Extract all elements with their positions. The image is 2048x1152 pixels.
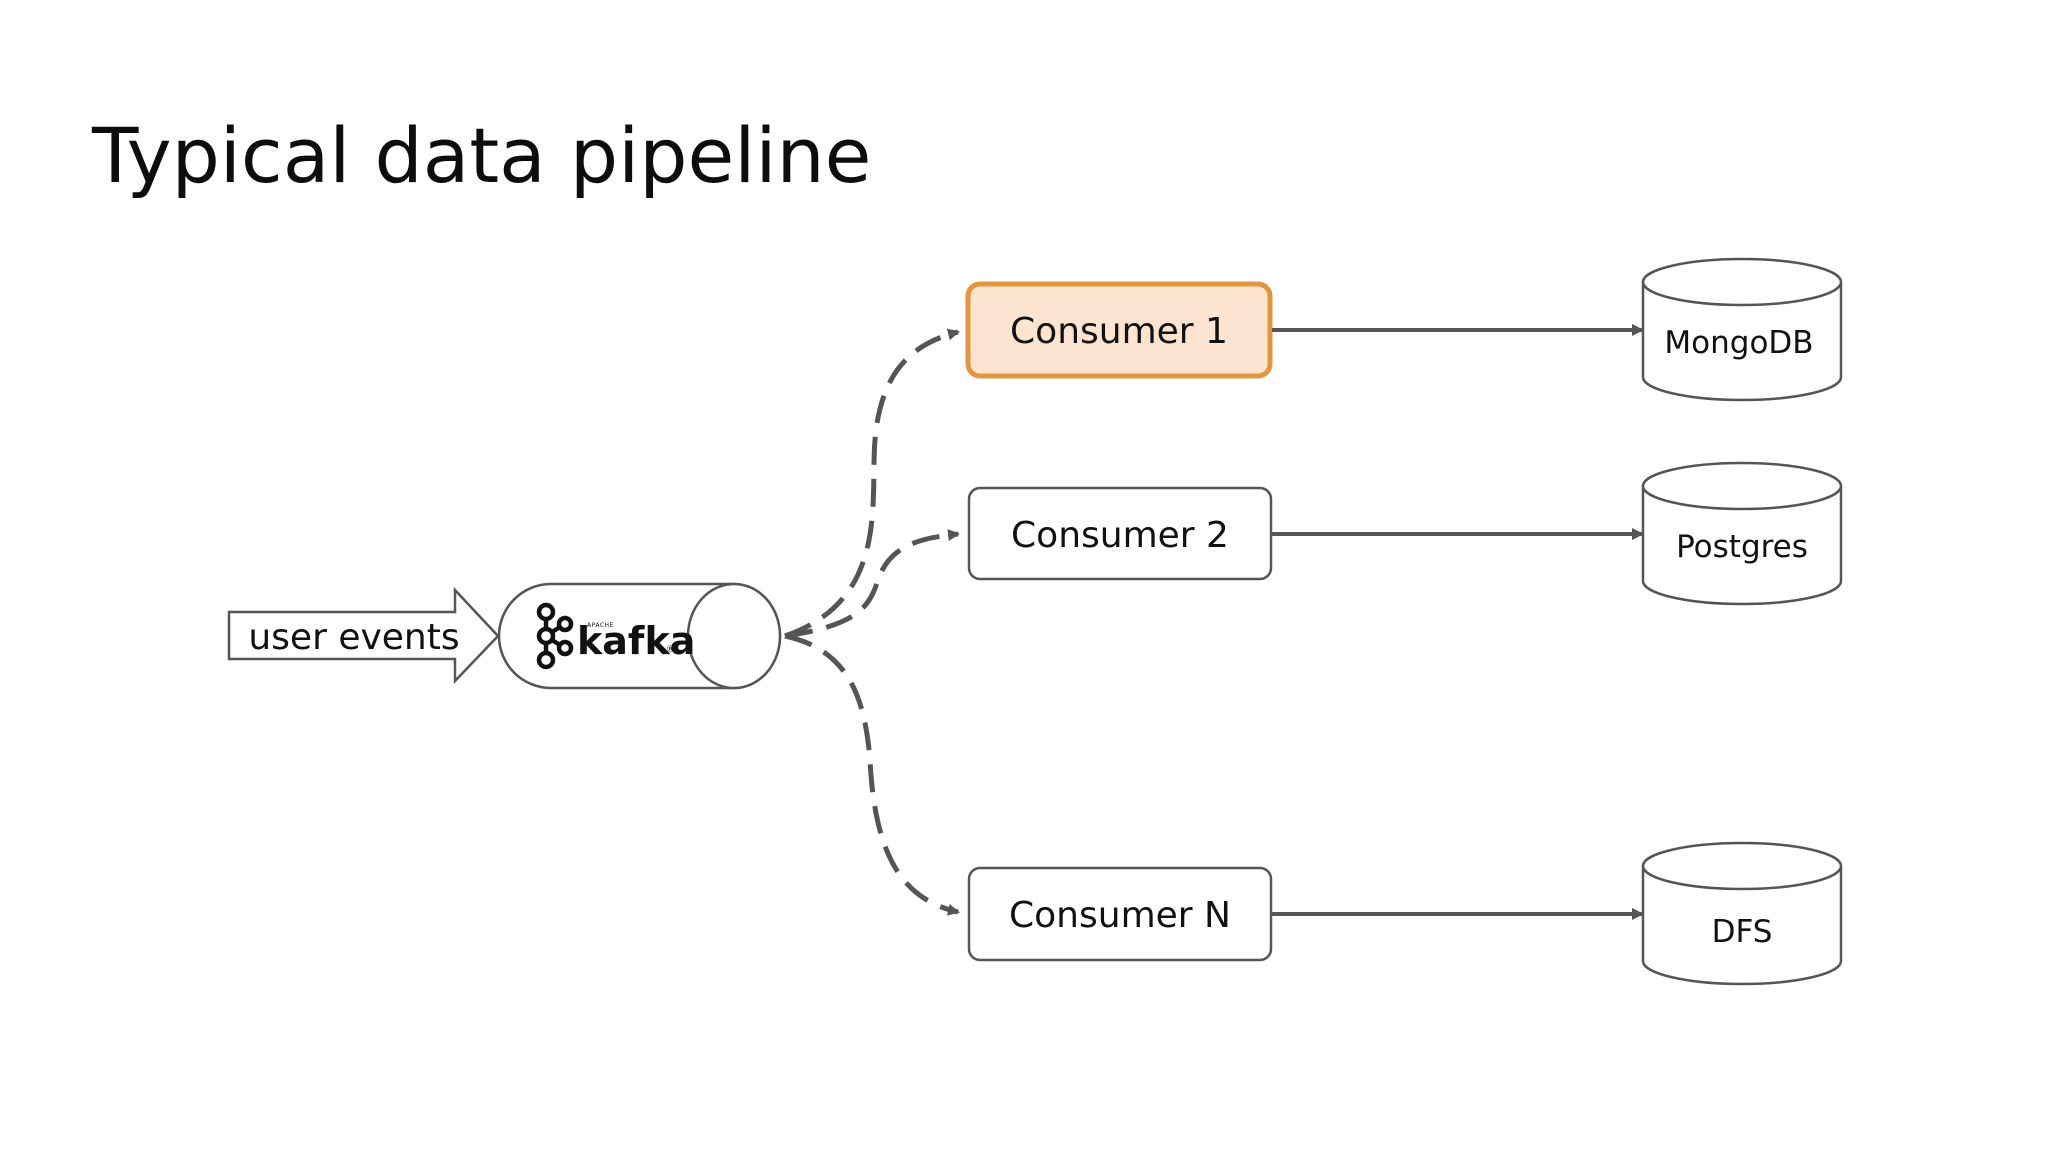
- postgres-cylinder-top: [1641, 461, 1843, 511]
- mongodb-cylinder-icon: [1641, 282, 1843, 402]
- dfs-label: DFS: [1712, 914, 1773, 950]
- store-dfs: DFS: [1641, 841, 1843, 986]
- dfs-cylinder-icon: [1641, 866, 1843, 986]
- store-postgres: Postgres: [1641, 461, 1843, 606]
- consumer-n: Consumer N: [967, 866, 1273, 962]
- dfs-cylinder-top: [1641, 841, 1843, 891]
- connector-kafka-consumer-n: [784, 633, 960, 916]
- consumer-1-label: Consumer 1: [1010, 311, 1228, 352]
- kafka-logo-word: kafka: [577, 619, 695, 663]
- user-events-label: user events: [248, 617, 459, 658]
- mongodb-cylinder-top: [1641, 257, 1843, 307]
- connector-kafka-consumer-1: [784, 328, 960, 639]
- slide-title: Typical data pipeline: [92, 111, 872, 200]
- user-events-arrow-shape: [227, 586, 500, 685]
- store-connectors: [1271, 324, 1644, 920]
- connector-kafka-consumer-2: [784, 529, 960, 639]
- mongodb-label: MongoDB: [1664, 325, 1813, 361]
- store-mongodb: MongoDB: [1641, 257, 1843, 402]
- kafka-queue: APACHE kafka ®: [497, 582, 782, 690]
- kafka-logo-mark: ®: [666, 645, 676, 655]
- user-events-arrow: user events: [227, 586, 500, 685]
- kafka-queue-end-cap: [686, 582, 782, 690]
- kafka-logo-icon: [536, 602, 574, 670]
- kafka-logo-prefix: APACHE: [587, 622, 614, 629]
- consumer-2: Consumer 2: [967, 486, 1273, 581]
- consumer-2-label: Consumer 2: [1011, 515, 1229, 556]
- postgres-label: Postgres: [1676, 529, 1808, 565]
- consumer-n-label: Consumer N: [1009, 895, 1231, 936]
- postgres-cylinder-icon: [1641, 486, 1843, 606]
- fanout-connectors: [784, 328, 960, 916]
- consumer-1: Consumer 1: [965, 281, 1273, 379]
- consumer-1-box: [965, 281, 1273, 379]
